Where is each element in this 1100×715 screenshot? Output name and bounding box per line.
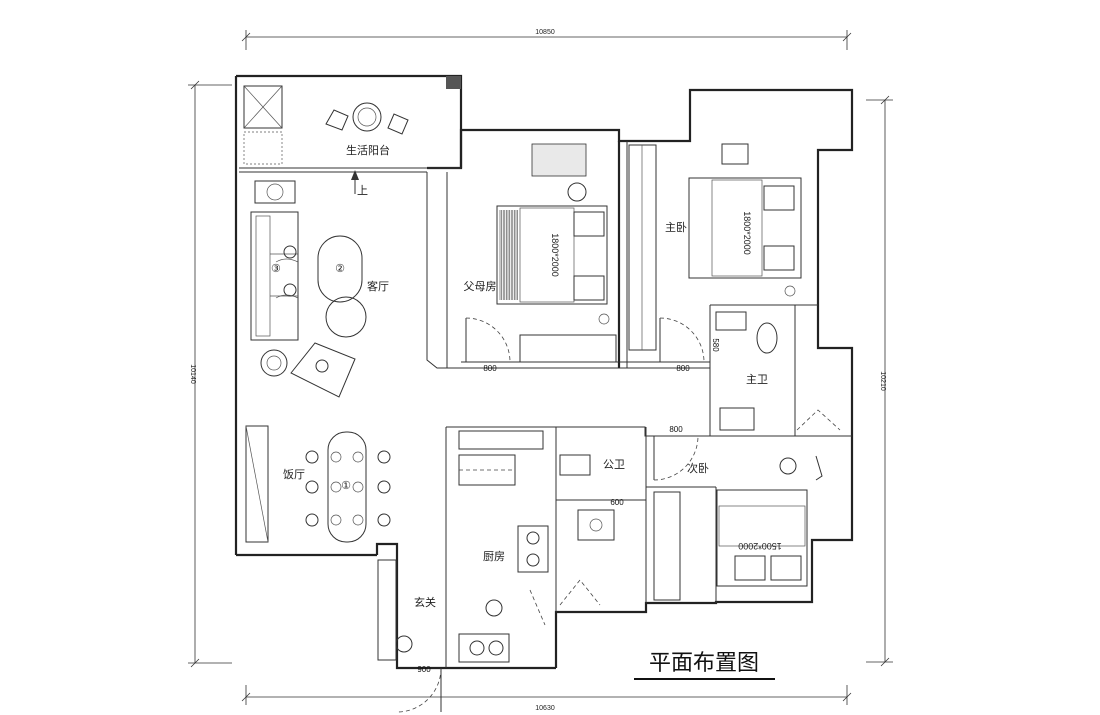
- dim-right-text: 10210: [879, 371, 886, 391]
- second-room-furniture: [653, 455, 823, 601]
- parents-door: [465, 317, 511, 363]
- room-label-master-bath: 主卫: [746, 373, 768, 386]
- dim-left-text: 10140: [189, 364, 196, 384]
- bed-size-parents: 1800*2000: [550, 233, 560, 277]
- bed-size-second: 1500*2000: [738, 541, 782, 551]
- dining-furniture: [245, 425, 391, 543]
- door-width-entry: 900: [417, 665, 431, 674]
- parents-room-furniture: [496, 143, 617, 363]
- room-label-living: 客厅: [367, 279, 389, 293]
- master-room-furniture: [628, 143, 802, 351]
- dimension-lines: [188, 30, 893, 705]
- sofa-marker: ③: [271, 262, 281, 275]
- room-label-public-bath: 公卫: [603, 458, 625, 471]
- coffee-table-marker: ②: [335, 262, 345, 275]
- exterior-walls: [234, 74, 854, 670]
- dim-top-text: 10850: [535, 29, 555, 36]
- room-label-entry: 玄关: [414, 595, 436, 609]
- room-label-parents: 父母房: [464, 280, 497, 293]
- room-label-master: 主卧: [665, 221, 687, 234]
- entry-fixtures: [377, 559, 442, 713]
- kitchen-fixtures: [458, 430, 549, 663]
- door-width-master-bath: 580: [711, 338, 720, 352]
- stair-mark: 上: [357, 184, 368, 197]
- public-bath-fixtures: [559, 454, 615, 606]
- room-label-dining: 饭厅: [283, 468, 305, 481]
- room-label-second: 次卧: [687, 461, 709, 475]
- drawing-title: 平面布置图: [649, 651, 759, 676]
- dim-bottom-text: 10630: [535, 705, 555, 712]
- room-label-balcony: 生活阳台: [346, 143, 390, 157]
- door-width-second: 800: [669, 425, 683, 434]
- master-bath-fixtures: [715, 311, 841, 431]
- dining-table-marker: ①: [341, 479, 351, 492]
- second-door: [653, 435, 699, 481]
- door-width-master: 800: [676, 364, 690, 373]
- room-label-kitchen: 厨房: [483, 550, 505, 563]
- master-door: [659, 317, 705, 363]
- door-width-parents: 800: [483, 364, 497, 373]
- door-width-public-bath: 600: [610, 498, 624, 507]
- interior-walls: [426, 141, 852, 668]
- living-room-furniture: [250, 180, 367, 398]
- bed-size-master: 1800*2000: [742, 211, 752, 255]
- balcony-fixtures: [243, 85, 409, 165]
- stair-arrow: [351, 170, 359, 194]
